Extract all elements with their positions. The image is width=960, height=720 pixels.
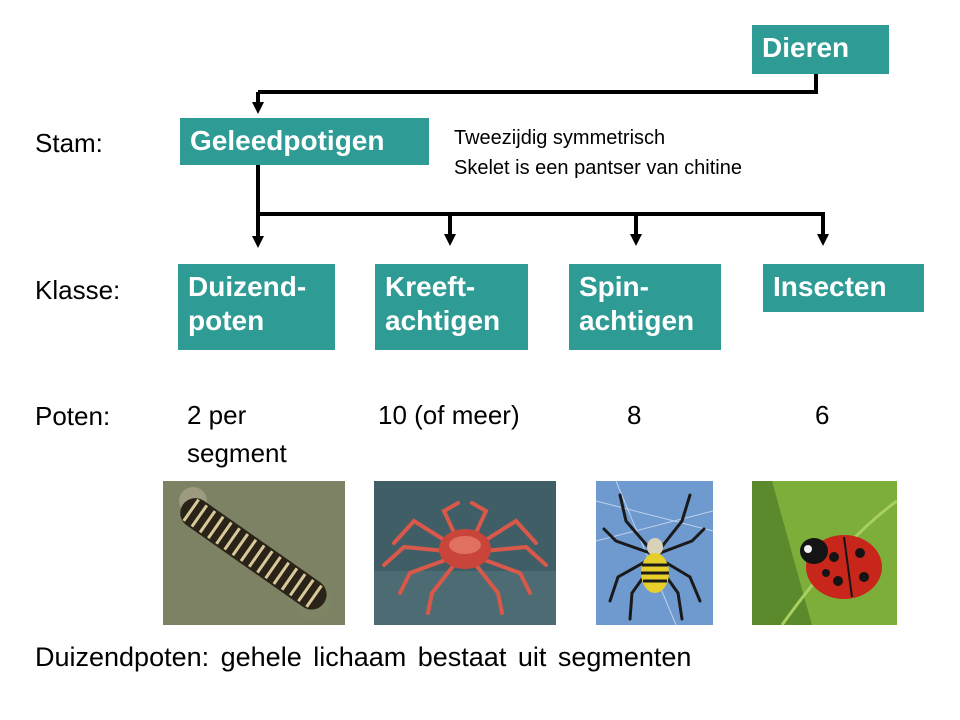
arrow-head (630, 234, 642, 246)
class-label-line2: achtigen (579, 305, 695, 336)
millipede-photo (163, 481, 345, 625)
class-box-insecten: Insecten (763, 264, 924, 312)
legs-insecten: 6 (815, 400, 830, 430)
arrow-head (817, 234, 829, 246)
class-label-line2: poten (188, 305, 265, 336)
legs-spinachtigen: 8 (627, 400, 642, 430)
root-label: Dieren (762, 32, 850, 63)
row-label-poten: Poten: (35, 401, 111, 431)
arrow-head (252, 236, 264, 248)
legs-duizendpoten: 2 per segment (187, 396, 287, 472)
spider-photo (596, 481, 713, 625)
class-box-duizendpoten: Duizend- poten (178, 264, 335, 350)
phylum-label: Geleedpotigen (190, 125, 385, 156)
arrow-head (252, 102, 264, 114)
class-label-line1: Spin- (579, 271, 649, 302)
row-label-stam: Stam: (35, 128, 103, 158)
class-label-line1: Insecten (773, 271, 887, 302)
root-box: Dieren (752, 25, 889, 74)
class-label-line2: achtigen (385, 305, 501, 336)
class-label-line1: Duizend- (188, 271, 307, 302)
legs-kreeftachtigen: 10 (of meer) (378, 400, 520, 430)
row-label-klasse: Klasse: (35, 275, 121, 305)
phylum-note-1: Tweezijdig symmetrisch (454, 127, 666, 149)
arrow-head (444, 234, 456, 246)
class-label-line1: Kreeft- (385, 271, 476, 302)
class-box-spinachtigen: Spin- achtigen (569, 264, 721, 350)
ladybug-photo (752, 481, 897, 625)
class-box-kreeftachtigen: Kreeft- achtigen (375, 264, 528, 350)
phylum-box: Geleedpotigen (180, 118, 429, 165)
legs-line1: 2 per (187, 400, 247, 430)
crab-photo (374, 481, 556, 625)
footer-caption: Duizendpoten: gehele lichaam bestaat uit… (35, 642, 692, 672)
legs-line2: segment (187, 438, 287, 468)
phylum-note-2: Skelet is een pantser van chitine (454, 157, 742, 179)
